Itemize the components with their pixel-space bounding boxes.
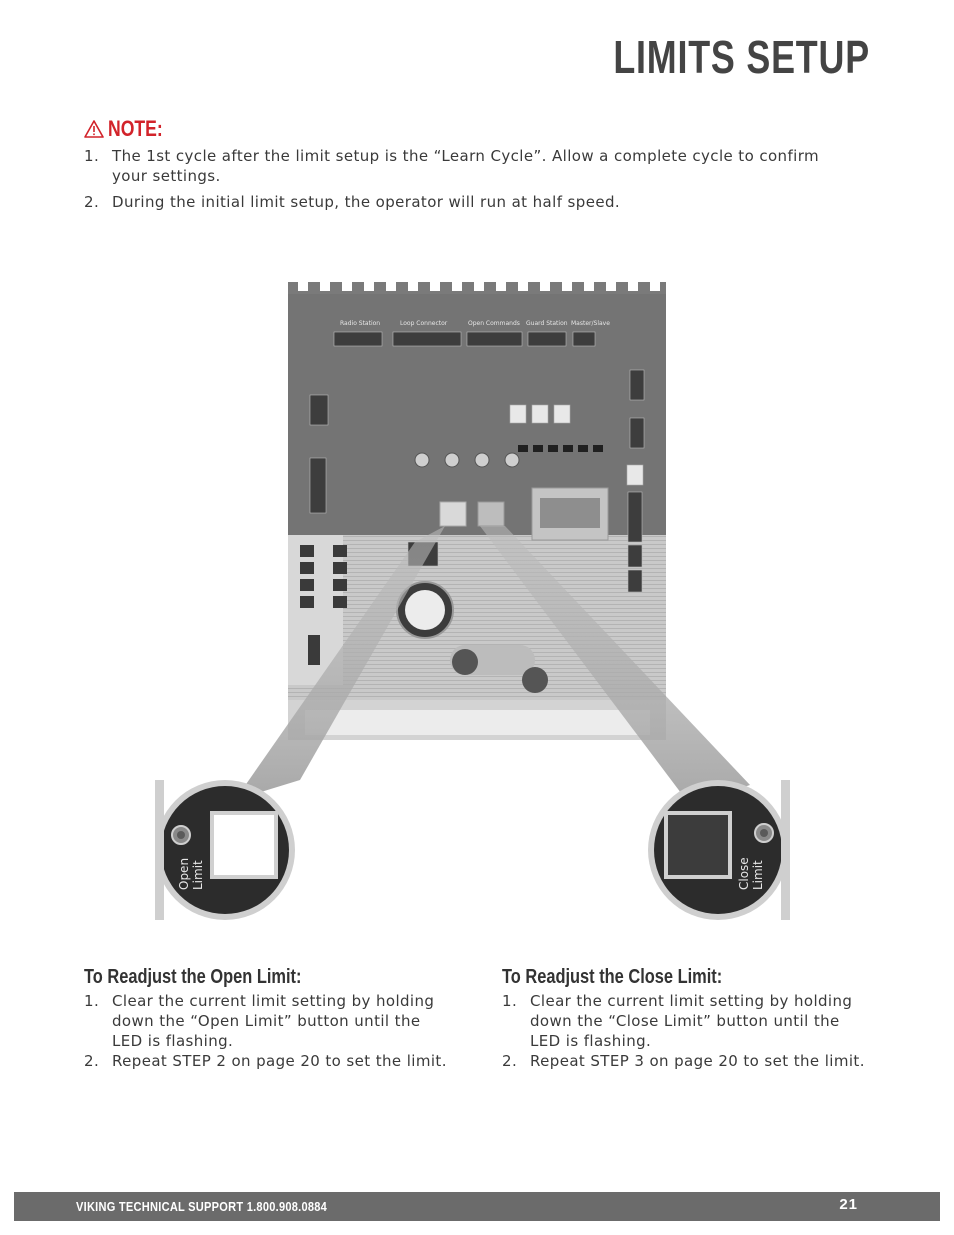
header-label-open-commands: Open Commands	[468, 320, 520, 327]
footer-support-text: VIKING TECHNICAL SUPPORT 1.800.908.0884	[76, 1199, 328, 1214]
list-text: Repeat STEP 2 on page 20 to set the limi…	[112, 1052, 447, 1070]
list-item: 1. Clear the current limit setting by ho…	[84, 991, 456, 1051]
page-number: 21	[839, 1196, 858, 1213]
open-limit-button	[210, 811, 278, 879]
list-item: 2. Repeat STEP 2 on page 20 to set the l…	[84, 1051, 456, 1071]
warning-triangle-icon	[84, 120, 104, 138]
close-limit-button	[664, 811, 732, 879]
open-limit-heading: To Readjust the Open Limit:	[84, 966, 302, 988]
list-number: 1.	[84, 147, 100, 165]
list-item: 2. During the initial limit setup, the o…	[84, 192, 844, 212]
list-number: 2.	[502, 1052, 518, 1070]
open-callout-line2: Limit	[191, 860, 205, 890]
open-limit-list: 1. Clear the current limit setting by ho…	[84, 991, 456, 1071]
control-board-illustration: Radio Station Loop Connector Open Comman…	[155, 282, 790, 920]
header-label-radio: Radio Station	[340, 320, 380, 327]
list-text: Clear the current limit setting by holdi…	[112, 992, 435, 1050]
note-heading-label: NOTE:	[108, 116, 163, 141]
list-text: Repeat STEP 3 on page 20 to set the limi…	[530, 1052, 865, 1070]
list-text: Clear the current limit setting by holdi…	[530, 992, 853, 1050]
list-number: 2.	[84, 193, 100, 211]
list-number: 1.	[502, 992, 518, 1010]
list-text: The 1st cycle after the limit setup is t…	[112, 147, 820, 185]
close-limit-callout: Close Limit	[648, 780, 790, 920]
close-limit-list: 1. Clear the current limit setting by ho…	[502, 991, 874, 1071]
list-number: 2.	[84, 1052, 100, 1070]
close-limit-heading: To Readjust the Close Limit:	[502, 966, 723, 988]
open-callout-line1: Open	[177, 858, 191, 890]
list-item: 1. Clear the current limit setting by ho…	[502, 991, 874, 1051]
heat-sink-fins	[288, 282, 666, 296]
close-callout-line1: Close	[737, 857, 751, 890]
list-text: During the initial limit setup, the oper…	[112, 193, 621, 211]
header-label-loop: Loop Connector	[400, 320, 448, 327]
page-footer: VIKING TECHNICAL SUPPORT 1.800.908.0884 …	[14, 1192, 940, 1221]
header-label-guard: Guard Station	[526, 320, 568, 327]
list-item: 2. Repeat STEP 3 on page 20 to set the l…	[502, 1051, 874, 1071]
open-limit-callout: Open Limit	[155, 780, 295, 920]
note-list: 1. The 1st cycle after the limit setup i…	[84, 146, 844, 218]
page-title: LIMITS SETUP	[613, 31, 870, 83]
close-callout-line2: Limit	[751, 860, 765, 890]
note-heading: NOTE:	[84, 116, 176, 142]
list-item: 1. The 1st cycle after the limit setup i…	[84, 146, 844, 186]
header-label-master-slave: Master/Slave	[571, 320, 610, 327]
list-number: 1.	[84, 992, 100, 1010]
